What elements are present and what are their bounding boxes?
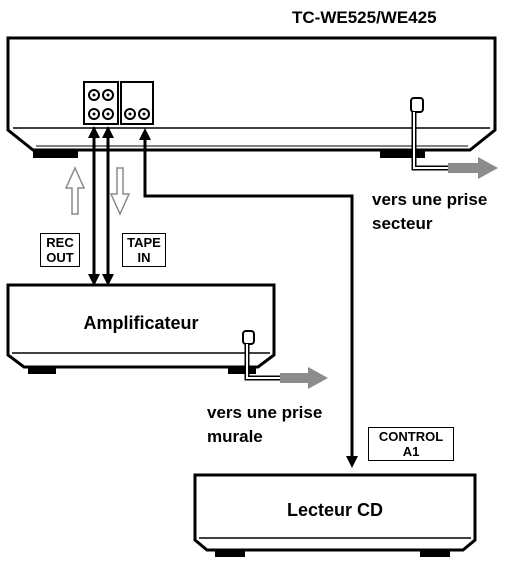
amplifier-body	[6, 283, 276, 369]
control-a1-line-1: CONTROL	[378, 429, 444, 444]
cd-player-foot-right	[420, 550, 450, 557]
control-a1-tag: CONTROL A1	[368, 427, 454, 461]
deck-model-label: TC-WE525/WE425	[292, 8, 437, 27]
cd-player-unit	[193, 473, 477, 557]
deck-outlet-label: vers une prise secteur	[372, 190, 487, 234]
tape-in-tag: TAPE IN	[122, 233, 166, 267]
deck-power-cord-exit	[410, 97, 424, 113]
deck-outlet-line-1: vers une prise	[372, 190, 488, 209]
control-a1-jack-panel	[120, 81, 154, 125]
deck-foot-left	[33, 150, 78, 158]
rec-out-line-1: REC	[46, 235, 74, 250]
amplifier-outlet-line-2: murale	[207, 427, 263, 446]
rec-out-tape-in-jack-panel	[83, 81, 119, 125]
cd-player-foot-left	[215, 550, 245, 557]
cd-player-body	[193, 473, 477, 552]
tape-in-line-1: TAPE	[127, 235, 161, 250]
amplifier-outlet-line-1: vers une prise	[207, 403, 323, 422]
tape-in-line-2: IN	[137, 250, 151, 265]
amplifier-foot-right	[228, 367, 256, 374]
rec-out-tag: REC OUT	[40, 233, 80, 267]
cd-player-label: Lecteur CD	[286, 500, 384, 520]
deck-plug-arrow	[448, 157, 498, 179]
amplifier-foot-left	[28, 367, 56, 374]
audio-cables	[88, 126, 114, 286]
amplifier-plug-arrow	[280, 367, 328, 389]
deck-foot-right	[380, 150, 425, 158]
control-a1-line-2: A1	[402, 444, 420, 459]
deck-unit	[6, 36, 497, 158]
deck-outlet-line-2: secteur	[372, 214, 433, 233]
signal-flow-up-arrow	[64, 166, 86, 215]
control-a1-cable	[143, 132, 354, 462]
deck-body	[6, 36, 497, 152]
amplifier-unit	[6, 283, 276, 374]
amplifier-outlet-label: vers une prise murale	[207, 403, 322, 447]
amplifier-label: Amplificateur	[83, 313, 199, 333]
signal-flow-down-arrow	[109, 167, 131, 216]
rec-out-line-2: OUT	[46, 250, 74, 265]
